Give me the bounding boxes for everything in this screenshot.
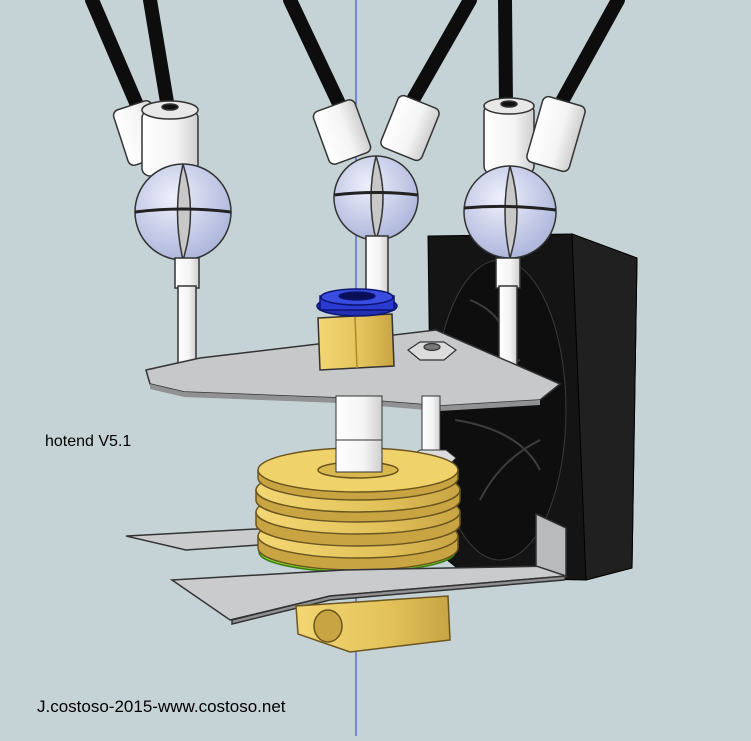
- pillars: [174, 235, 521, 383]
- heatsink-icon: [255, 447, 461, 573]
- hex-nut: [406, 341, 458, 361]
- ball-joint-icon: [134, 155, 557, 263]
- model-title: hotend V5.1: [45, 433, 132, 450]
- front-bracket: [169, 512, 569, 625]
- brass-nut-icon: [317, 313, 395, 371]
- delta-arm-rod-icon: [85, 0, 625, 119]
- rod-collars: [112, 94, 586, 177]
- fan-icon: [427, 233, 638, 581]
- pneumatic-fitting-icon: [316, 288, 398, 317]
- support-post: [421, 395, 441, 455]
- heater-block-icon: [295, 595, 451, 653]
- credit-caption: J.costoso-2015-www.costoso.net: [37, 697, 286, 716]
